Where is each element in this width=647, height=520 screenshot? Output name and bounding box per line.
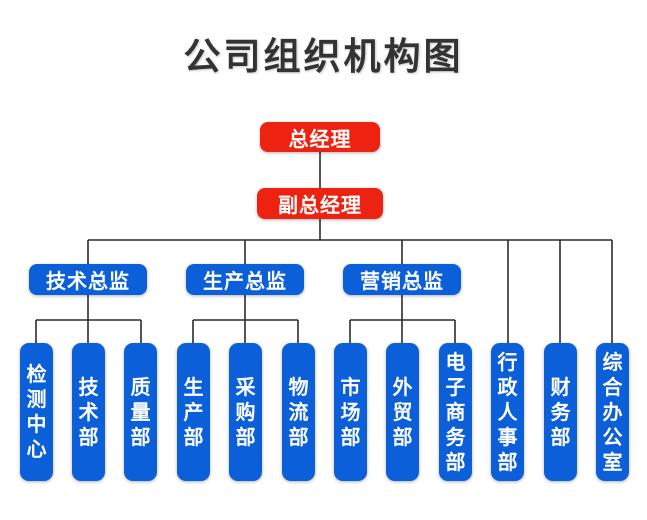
node-dept-logistics: 物流部 bbox=[282, 343, 315, 481]
node-director-production: 生产总监 bbox=[186, 264, 304, 295]
node-dept-admin-hr: 行政人事部 bbox=[491, 343, 524, 481]
node-dept-foreign-trade: 外贸部 bbox=[386, 343, 419, 481]
node-dept-testing-center: 检测中心 bbox=[20, 343, 53, 481]
node-dept-quality: 质量部 bbox=[124, 343, 157, 481]
node-director-marketing: 营销总监 bbox=[343, 264, 461, 295]
page-title: 公司组织机构图 bbox=[183, 35, 464, 78]
node-dept-general-office: 综合办公室 bbox=[596, 343, 629, 481]
node-general-manager: 总经理 bbox=[260, 122, 380, 152]
node-dept-production: 生产部 bbox=[177, 343, 210, 481]
node-dept-purchasing: 采购部 bbox=[229, 343, 262, 481]
node-dept-finance: 财务部 bbox=[544, 343, 577, 481]
node-dept-market: 市场部 bbox=[334, 343, 367, 481]
node-dept-ecommerce: 电子商务部 bbox=[439, 343, 472, 481]
node-director-technology: 技术总监 bbox=[29, 264, 147, 295]
node-dept-technology: 技术部 bbox=[72, 343, 105, 481]
node-deputy-general-manager: 副总经理 bbox=[257, 188, 383, 219]
